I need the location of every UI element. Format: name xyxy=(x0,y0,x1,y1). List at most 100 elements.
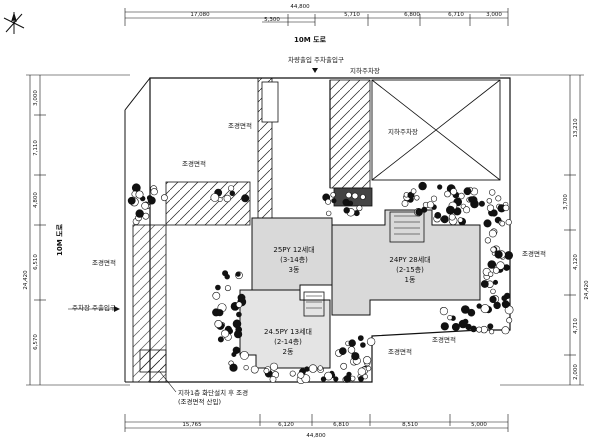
tree-icon xyxy=(333,376,339,382)
bottom-note-line2: (조경면적 산입) xyxy=(178,397,221,406)
building-3 xyxy=(251,217,333,291)
right-dim-1: 13,210 xyxy=(573,118,579,138)
tree-icon xyxy=(444,190,451,198)
tree-icon xyxy=(483,219,492,228)
bottom-note-line1: 지하1층 화단설치 후 조경 xyxy=(178,388,248,397)
right-total-dimension: 24,420 xyxy=(584,280,590,300)
tree-icon xyxy=(362,373,368,380)
tree-icon xyxy=(221,329,230,338)
top-dim-6: 3,000 xyxy=(486,12,502,18)
tree-icon xyxy=(501,295,508,302)
tree-icon xyxy=(308,364,318,373)
tree-icon xyxy=(325,198,332,205)
tree-icon xyxy=(439,307,449,316)
tree-icon xyxy=(236,311,242,318)
tree-icon xyxy=(365,365,372,372)
tree-icon xyxy=(231,351,237,357)
right-dim-3: 4,120 xyxy=(573,254,579,270)
top-dim-2: 5,300 xyxy=(264,17,280,23)
right-dimension-line: 13,210 3,700 4,120 4,710 2,000 24,420 xyxy=(500,74,590,386)
building-2-label-line2: (2-14층) xyxy=(274,337,302,346)
top-dim-4: 6,800 xyxy=(404,12,420,18)
tree-icon xyxy=(326,210,332,217)
tree-icon xyxy=(447,315,453,321)
tree-icon xyxy=(357,335,364,341)
bottom-dim-5: 5,000 xyxy=(471,422,487,428)
left-dim-2: 7,110 xyxy=(33,140,39,156)
tree-icon xyxy=(347,346,356,354)
tree-icon xyxy=(496,261,505,270)
left-dimension-line: 3,000 7,110 4,800 6,510 6,570 24,420 xyxy=(23,74,130,386)
tree-icon xyxy=(214,319,223,328)
bottom-dim-4: 8,510 xyxy=(402,422,418,428)
parking-callout-2: 지하주차장 xyxy=(388,127,418,136)
tree-icon xyxy=(147,196,156,205)
parking-callout-1: 지하주차장 xyxy=(350,66,380,75)
left-dim-5: 6,570 xyxy=(33,334,39,350)
tree-icon xyxy=(243,365,249,371)
tree-icon xyxy=(228,185,235,192)
tree-icon xyxy=(467,308,476,317)
tree-icon xyxy=(224,285,231,292)
north-west-ramp xyxy=(165,181,251,226)
tree-icon xyxy=(430,195,438,202)
tree-icon xyxy=(414,195,420,201)
tree-icon xyxy=(347,200,354,207)
tree-icon xyxy=(434,211,442,219)
tree-icon xyxy=(250,365,259,374)
tree-icon xyxy=(418,181,427,191)
tree-icon xyxy=(448,213,456,221)
building-1-core xyxy=(389,211,425,243)
tree-icon xyxy=(223,194,232,203)
bottom-dim-3: 6,810 xyxy=(333,422,349,428)
tree-icon xyxy=(150,188,158,196)
planter-box xyxy=(139,349,167,373)
building-2-stair-icon xyxy=(306,295,322,309)
entrance-arrow-icon xyxy=(312,68,318,73)
landscape-trees xyxy=(127,181,514,385)
tree-icon xyxy=(463,187,472,196)
tree-icon xyxy=(463,206,471,214)
tree-icon xyxy=(451,322,460,331)
tree-icon xyxy=(216,309,224,317)
tree-icon xyxy=(217,336,224,343)
bottom-total-dimension: 44,800 xyxy=(306,433,326,439)
tree-icon xyxy=(127,196,136,205)
left-total-dimension: 24,420 xyxy=(23,270,29,290)
tree-icon xyxy=(160,194,168,202)
tree-icon xyxy=(505,219,512,226)
tree-icon xyxy=(457,217,464,223)
tree-icon xyxy=(493,301,501,310)
tree-icon xyxy=(501,300,510,309)
tree-icon xyxy=(304,366,310,372)
tree-icon xyxy=(490,209,498,217)
building-1-label-line3: 1동 xyxy=(405,276,416,284)
guard-booth xyxy=(261,81,279,123)
tree-icon xyxy=(490,288,496,295)
tree-icon xyxy=(212,291,221,300)
building-2-label-line3: 2동 xyxy=(283,348,294,356)
tree-icon xyxy=(324,371,333,381)
tree-icon xyxy=(476,326,483,333)
tree-icon xyxy=(241,194,250,203)
building-1-label-line1: 24PY 28세대 xyxy=(389,255,430,264)
north-arrow-icon xyxy=(3,12,25,34)
building-3-label-line3: 3동 xyxy=(289,266,300,274)
west-entry-arrow-icon xyxy=(114,306,120,312)
tree-icon xyxy=(348,339,356,347)
tree-icon xyxy=(401,200,409,207)
tree-icon xyxy=(506,317,513,324)
left-dim-3: 4,800 xyxy=(33,192,39,208)
tree-icon xyxy=(320,376,327,382)
tree-icon xyxy=(480,304,490,314)
tree-icon xyxy=(358,375,364,382)
tree-icon xyxy=(410,188,417,194)
tree-icon xyxy=(346,371,352,378)
tree-icon xyxy=(345,192,352,199)
tree-icon xyxy=(486,198,492,204)
west-road-label: 10M 도로 xyxy=(56,223,64,256)
tree-icon xyxy=(356,205,363,212)
tree-icon xyxy=(363,356,372,365)
tree-icon xyxy=(440,322,449,331)
